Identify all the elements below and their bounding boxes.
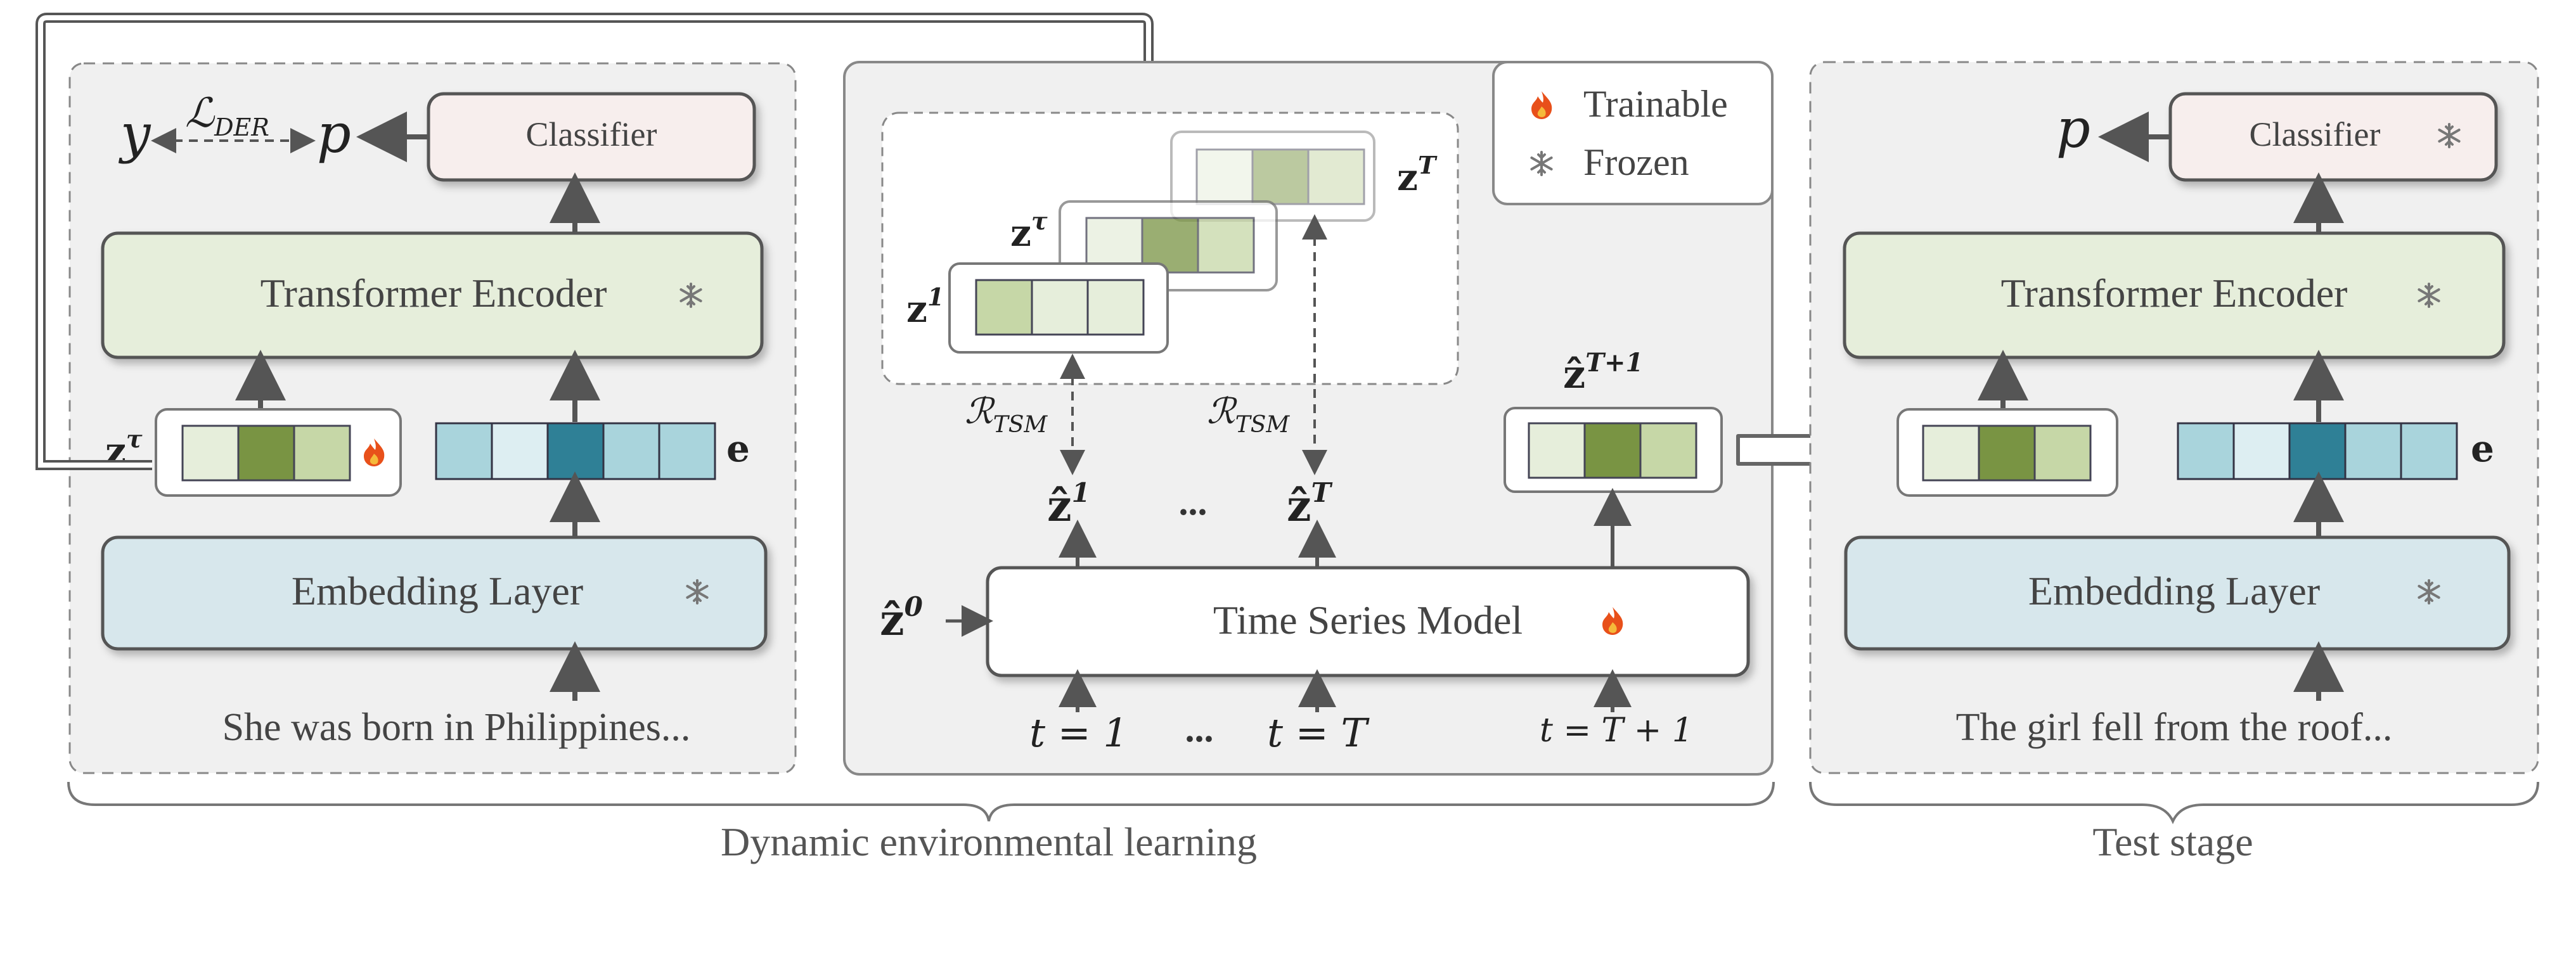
right-encoder-box bbox=[1843, 231, 2506, 359]
caption-dynamic: Dynamic environmental learning bbox=[721, 819, 1257, 864]
left-encoder-label: Transformer Encoder bbox=[261, 271, 607, 316]
middle-dots-top: ... bbox=[1179, 481, 1208, 523]
test-e-cell-3 bbox=[2288, 422, 2347, 480]
label-e-right: e bbox=[2471, 427, 2494, 470]
test-e-cell-1 bbox=[2177, 422, 2235, 480]
zhatT1-cell-2 bbox=[1583, 422, 1642, 479]
left-input-text: She was born in Philippines... bbox=[222, 706, 691, 749]
test-e-cell-5 bbox=[2400, 422, 2458, 480]
label-zT-stack: zT bbox=[1397, 151, 1438, 199]
test-e-cell-4 bbox=[2344, 422, 2402, 480]
label-zhat0: ẑ0 bbox=[880, 591, 923, 646]
right-classifier-label: Classifier bbox=[2250, 115, 2381, 153]
left-encoder-box bbox=[101, 231, 764, 359]
brace-test bbox=[1809, 781, 2539, 824]
test-z-cell-2 bbox=[1978, 425, 2036, 482]
feedback-line-inner bbox=[38, 15, 1151, 468]
brace-dynamic bbox=[67, 781, 1775, 822]
middle-dots-bottom: ... bbox=[1185, 708, 1214, 750]
e-cell-4 bbox=[602, 422, 660, 480]
e-cell-1 bbox=[435, 422, 493, 480]
test-z-cell-1 bbox=[1922, 425, 1980, 482]
label-tT: t = T bbox=[1267, 710, 1370, 756]
right-encoder-label: Transformer Encoder bbox=[2001, 271, 2348, 316]
right-embedding-box bbox=[1844, 535, 2511, 651]
reg-label-1: ℛTSM bbox=[965, 391, 1048, 438]
test-z-cell-3 bbox=[2033, 425, 2092, 482]
left-embedding-box bbox=[101, 535, 768, 651]
left-embedding-label: Embedding Layer bbox=[292, 568, 583, 613]
reg-label-2: ℛTSM bbox=[1207, 391, 1290, 438]
test-e-cell-2 bbox=[2232, 422, 2291, 480]
z1-cell-1 bbox=[975, 279, 1033, 336]
e-cell-3 bbox=[546, 422, 605, 480]
label-ztau-stack: zτ bbox=[1010, 207, 1048, 255]
label-p-left: p bbox=[317, 103, 351, 165]
zhatT1-cell-3 bbox=[1639, 422, 1697, 479]
label-z1-stack: z1 bbox=[906, 283, 944, 331]
label-e-left: e bbox=[726, 427, 750, 470]
caption-test: Test stage bbox=[2092, 819, 2253, 864]
z1-cell-3 bbox=[1086, 279, 1145, 336]
e-cell-2 bbox=[491, 422, 549, 480]
ztau-cell-1 bbox=[181, 425, 240, 482]
right-input-text: The girl fell from the roof... bbox=[1956, 706, 2393, 749]
loss-symbol: ℒDER bbox=[185, 90, 269, 141]
e-cell-5 bbox=[658, 422, 716, 480]
label-p-right: p bbox=[2056, 98, 2090, 160]
time-series-model-label: Time Series Model bbox=[1213, 598, 1523, 643]
z1-cell-2 bbox=[1031, 279, 1089, 336]
right-embedding-label: Embedding Layer bbox=[2028, 568, 2320, 613]
label-tT1: t = T + 1 bbox=[1540, 712, 1693, 750]
label-zhatT1: ẑT+1 bbox=[1563, 348, 1643, 397]
left-classifier-label: Classifier bbox=[526, 115, 657, 153]
label-t1: t = 1 bbox=[1029, 710, 1128, 756]
ztau-cell-3 bbox=[293, 425, 351, 482]
zhatT1-cell-1 bbox=[1528, 422, 1586, 479]
ztau-cell-2 bbox=[237, 425, 295, 482]
legend-trainable: Trainable bbox=[1583, 83, 1728, 125]
legend-frozen: Frozen bbox=[1583, 141, 1689, 183]
legend-box bbox=[1492, 61, 1774, 205]
label-y: y bbox=[118, 103, 151, 165]
